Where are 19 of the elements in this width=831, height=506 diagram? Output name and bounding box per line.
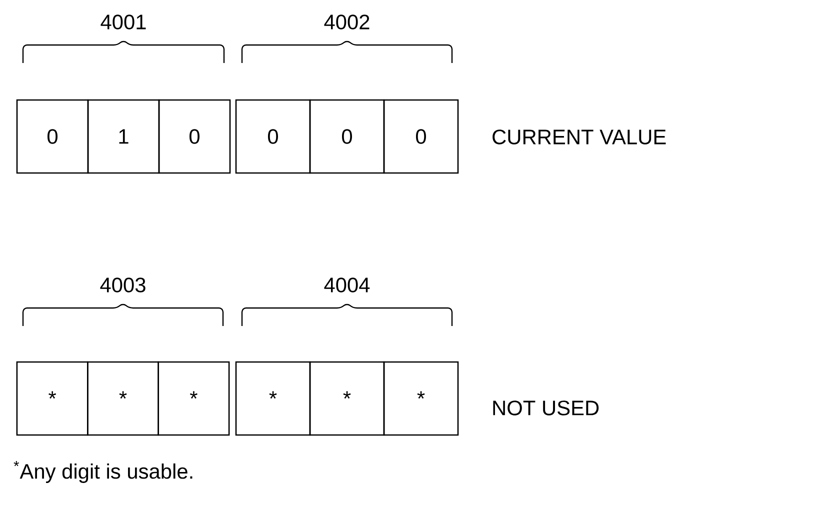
row-label: CURRENT VALUE bbox=[492, 130, 666, 144]
footnote: $^{*}$Any digit is usable. bbox=[14, 461, 192, 483]
digit-cell: 1 bbox=[87, 99, 160, 174]
address-label: 4002 bbox=[324, 14, 370, 30]
address-label: 4003 bbox=[100, 278, 146, 292]
digit-cell: * bbox=[383, 361, 459, 436]
digit-cell: 0 bbox=[309, 99, 385, 174]
row-label: NOT USED bbox=[493, 400, 599, 416]
address-label: 4001 bbox=[100, 14, 146, 30]
digit-cell: * bbox=[87, 361, 159, 436]
digit-cell: 0 bbox=[16, 99, 89, 174]
digit-cell: * bbox=[309, 361, 385, 436]
digit-cell: * bbox=[235, 361, 311, 436]
digit-cell: * bbox=[158, 361, 230, 436]
address-label: 4004 bbox=[324, 278, 370, 292]
digit-cell: 0 bbox=[383, 99, 459, 174]
digit-cell: * bbox=[16, 361, 88, 436]
digit-cell: 0 bbox=[158, 99, 231, 174]
digit-cell: 0 bbox=[235, 99, 311, 174]
